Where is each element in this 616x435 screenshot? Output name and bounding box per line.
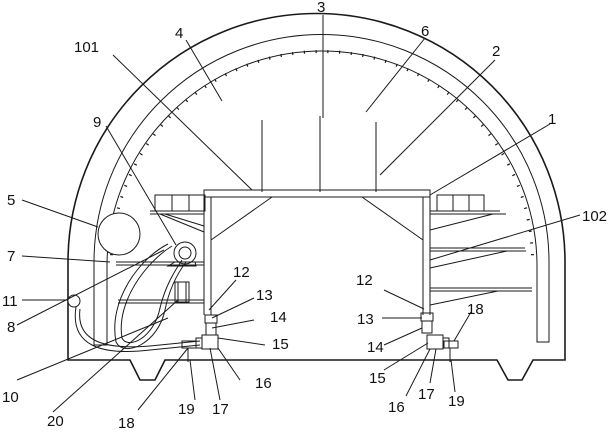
label-9: 9 [93, 114, 101, 131]
label-14-right: 14 [367, 339, 384, 356]
lining-stud [176, 107, 180, 111]
label-12-right: 12 [356, 272, 373, 289]
lining-stud [120, 195, 124, 198]
label-3: 3 [317, 0, 325, 16]
valve-circle [67, 294, 81, 308]
label-15-left: 15 [272, 336, 289, 353]
lining-stud [512, 173, 516, 177]
lining-stud [528, 230, 532, 233]
lining-stud [480, 124, 484, 127]
label-5: 5 [7, 192, 15, 209]
left-platforms [116, 210, 205, 304]
label-10: 10 [2, 389, 19, 406]
label-11: 11 [2, 293, 18, 310]
label-16-right: 16 [388, 399, 405, 416]
lining-stud [160, 124, 164, 127]
label-7: 7 [7, 248, 15, 265]
lining-stud [257, 59, 260, 63]
lining-stud [501, 152, 505, 156]
lining-stud [128, 173, 132, 177]
lining-stud [455, 99, 459, 103]
lining-stud [384, 59, 387, 63]
top-support-columns [261, 116, 377, 192]
label-13-left: 13 [256, 287, 273, 304]
lining-stud [235, 68, 238, 72]
label-20: 20 [47, 413, 64, 430]
lining-stud [520, 195, 524, 198]
lining-stud [488, 133, 492, 137]
label-18-left: 18 [118, 415, 135, 432]
lining-stud [446, 91, 450, 95]
label-4: 4 [175, 25, 183, 42]
lining-stud [124, 184, 128, 187]
lining-stud [395, 63, 398, 67]
label-19-left: 19 [178, 401, 195, 418]
lining-stud [194, 91, 198, 95]
lining-stud [464, 107, 468, 111]
lining-stud [246, 63, 249, 67]
right-top-boxes [436, 194, 485, 212]
lining-stud [116, 207, 121, 210]
lining-studs [110, 50, 534, 256]
right-platforms [429, 210, 532, 306]
label-1: 1 [548, 111, 556, 128]
lining-stud [506, 163, 511, 166]
reference-numerals: 3 4 6 101 2 9 1 5 102 7 11 8 10 20 12 13… [2, 0, 607, 432]
label-101: 101 [74, 39, 99, 56]
lining-stud [416, 73, 420, 77]
lining-stud [133, 163, 138, 166]
lining-stud [145, 142, 150, 146]
lining-stud [472, 115, 476, 119]
lining-stud [406, 68, 409, 72]
lining-stud [139, 152, 143, 156]
lining-stud [280, 53, 282, 58]
lining-stud [427, 78, 430, 82]
label-16-left: 16 [255, 375, 272, 392]
lining-stud [185, 99, 189, 103]
lifting-cylinder [174, 281, 190, 303]
tunnel-outer-profile [67, 12, 566, 381]
lining-stud [204, 85, 207, 89]
label-17-left: 17 [212, 401, 229, 418]
right-jack-assembly [420, 312, 459, 362]
label-8: 8 [7, 319, 15, 336]
lining-stud [214, 78, 217, 82]
hose [74, 306, 201, 353]
label-2: 2 [492, 43, 500, 60]
label-102: 102 [582, 208, 607, 225]
gantry-frame [203, 189, 431, 315]
lining-stud [373, 56, 376, 60]
lining-stud [523, 207, 528, 210]
label-14-left: 14 [270, 309, 287, 326]
flexible-pipe [114, 243, 187, 350]
label-6: 6 [421, 23, 429, 40]
drum-circle [97, 212, 141, 256]
lining-stud [224, 73, 228, 77]
label-12-left: 12 [233, 264, 250, 281]
label-15-right: 15 [369, 370, 386, 387]
left-jack-assembly [181, 314, 219, 362]
lining-stud [362, 53, 364, 58]
label-17-right: 17 [418, 386, 435, 403]
lining-stud [437, 85, 440, 89]
lining-stud [516, 184, 520, 187]
lining-stud [526, 218, 530, 221]
left-top-boxes [154, 194, 206, 212]
lining-stud [268, 56, 271, 60]
label-19-right: 19 [448, 393, 465, 410]
label-13-right: 13 [357, 311, 374, 328]
lining-stud [494, 142, 499, 146]
leader-lines [16, 15, 581, 413]
lining-stud [152, 133, 156, 137]
lining-stud [168, 115, 172, 119]
label-18-right: 18 [467, 301, 484, 318]
